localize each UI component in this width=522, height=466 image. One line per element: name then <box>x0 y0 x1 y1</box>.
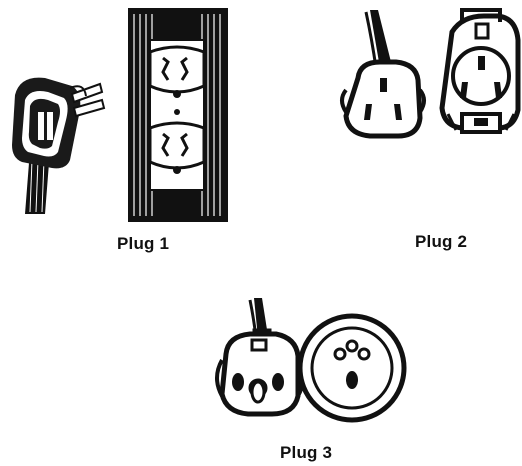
plug-3-outlet-icon <box>297 313 407 423</box>
plug-2-caption: Plug 2 <box>415 232 468 251</box>
plug-2-outlet-icon <box>439 8 521 134</box>
plug-1-plug-icon <box>12 77 106 214</box>
plug-2-plug-icon <box>340 10 426 139</box>
plug-1-outlet-icon <box>128 8 228 222</box>
plug-3-plug-icon <box>215 298 305 417</box>
plug-3-caption: Plug 3 <box>280 443 333 462</box>
plug-1-caption: Plug 1 <box>117 234 170 253</box>
